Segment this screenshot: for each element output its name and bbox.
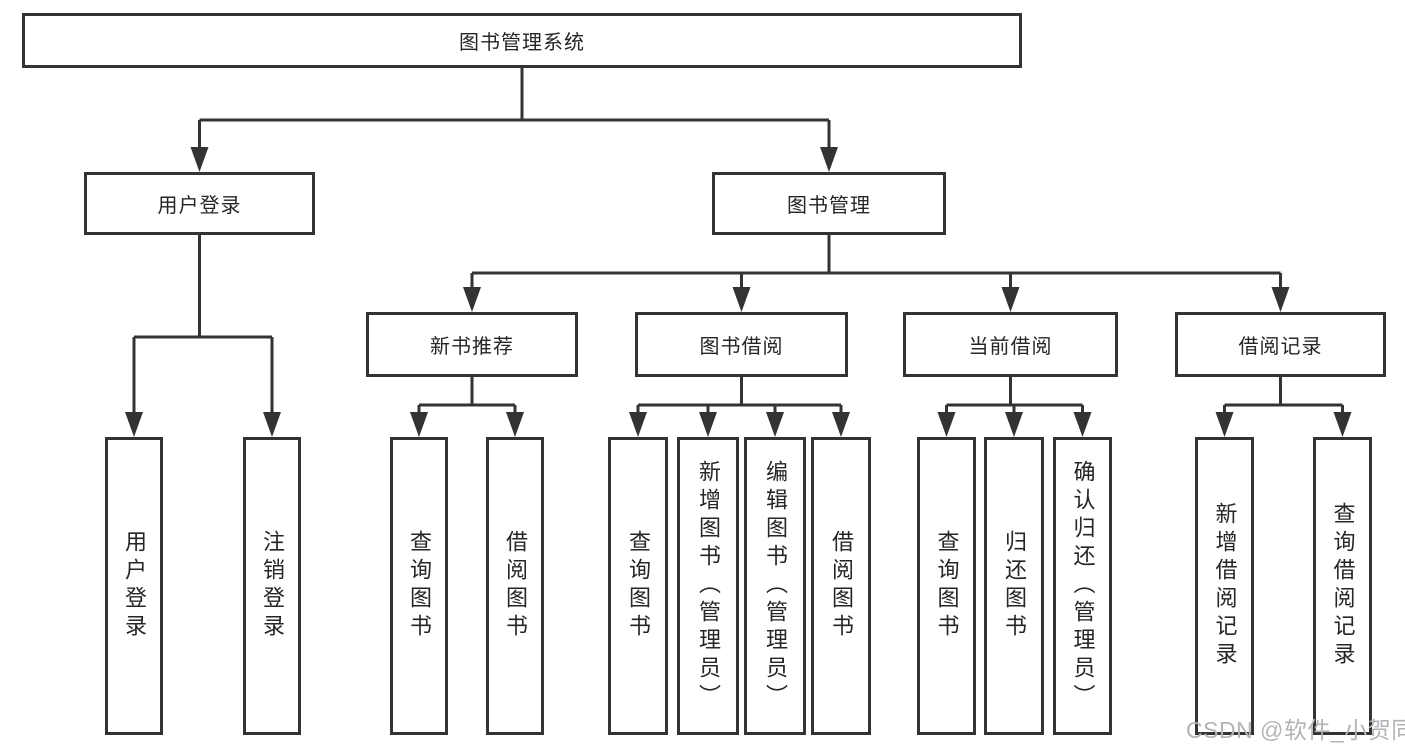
- leaf-confirm-return-admin: 确认归还（管理员）: [1053, 437, 1112, 735]
- leaf-edit-books-admin: 编辑图书（管理员）: [744, 437, 806, 735]
- leaf-query-books-recommend: 查询图书: [390, 437, 448, 735]
- leaf-query-books-current: 查询图书: [917, 437, 976, 735]
- leaf-query-books-borrowing: 查询图书: [608, 437, 668, 735]
- node-book-management: 图书管理: [712, 172, 946, 235]
- node-new-book-recommend: 新书推荐: [366, 312, 578, 377]
- node-book-borrowing: 图书借阅: [635, 312, 848, 377]
- node-current-borrowing: 当前借阅: [903, 312, 1118, 377]
- node-user-login: 用户登录: [84, 172, 315, 235]
- leaf-borrow-books: 借阅图书: [811, 437, 871, 735]
- leaf-add-books-admin: 新增图书（管理员）: [677, 437, 739, 735]
- leaf-query-borrow-record: 查询借阅记录: [1313, 437, 1372, 735]
- node-borrowing-records: 借阅记录: [1175, 312, 1386, 377]
- node-library-system: 图书管理系统: [22, 13, 1022, 68]
- leaf-add-borrow-record: 新增借阅记录: [1195, 437, 1254, 735]
- leaf-return-books: 归还图书: [984, 437, 1044, 735]
- leaf-logout: 注销登录: [243, 437, 301, 735]
- csdn-watermark: CSDN @软件_小贺同学: [1186, 717, 1405, 743]
- leaf-user-login: 用户登录: [105, 437, 163, 735]
- leaf-borrow-books-recommend: 借阅图书: [486, 437, 544, 735]
- arrowheads: [125, 147, 1352, 437]
